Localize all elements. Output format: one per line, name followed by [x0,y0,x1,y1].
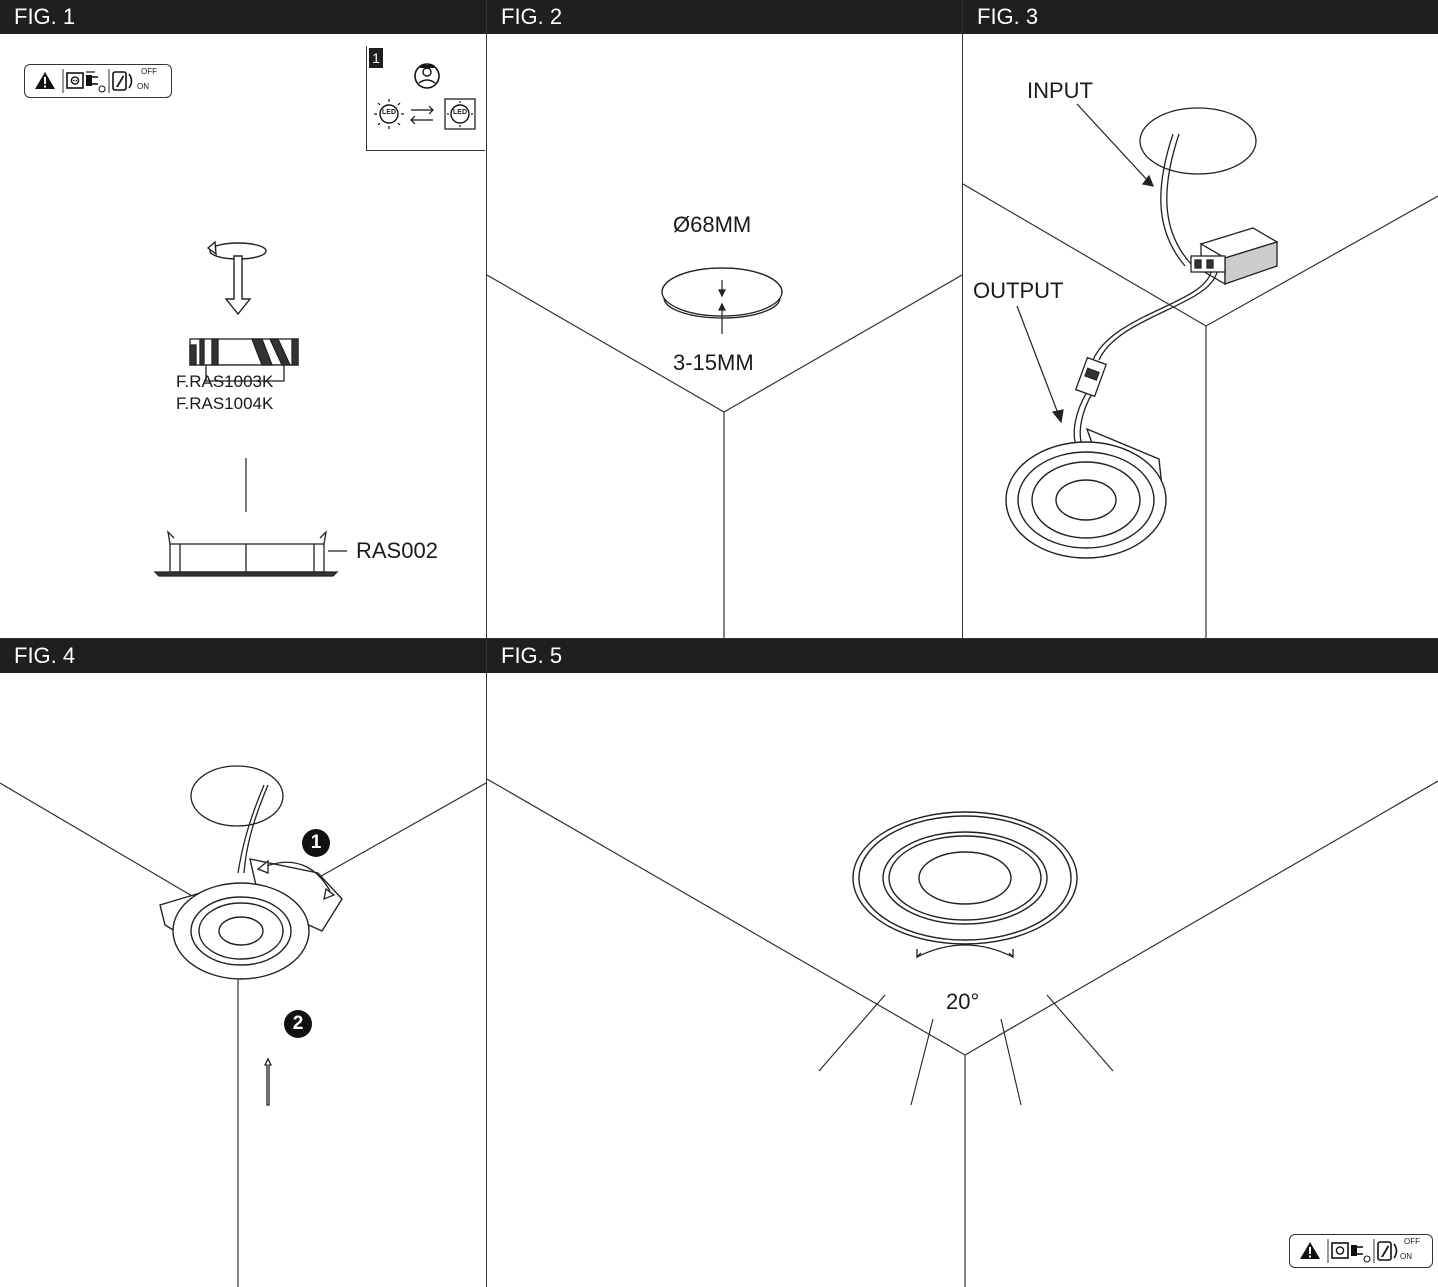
fig-3-drawing [963,103,1438,638]
fig-1-drawing [153,240,347,577]
fig-3-title: FIG. 3 [963,0,1438,34]
fig-4-title: FIG. 4 [0,639,486,673]
downlight-fixture [852,811,1078,945]
divider-vertical-1 [486,0,487,1287]
model-label-1: F.RAS1003K [176,372,274,391]
fig-2-drawing [487,267,962,638]
fig-5-panel: FIG. 5 20° [487,639,1438,1287]
downlight-fixture [159,858,343,980]
fig-2-title: FIG. 2 [487,0,962,34]
fig-1-title: FIG. 1 [0,0,486,34]
fig-3-panel: FIG. 3 [963,0,1438,638]
step-badge: 1 [369,48,383,68]
led-label-right: LED [453,109,467,116]
ceiling-hole [1139,107,1257,175]
adapter-ring-part [189,338,299,382]
divider-vertical-2 [962,0,963,638]
safety-warning-badge-bottom: OFF ON [1289,1234,1433,1268]
ceiling-corner-lines [487,778,1438,1287]
technician-icon [414,63,440,89]
thickness-dimension [718,280,726,334]
safety-warning-badge: OFF ON [24,64,172,98]
rotate-arrow-icon [256,859,336,901]
fig-1-panel: FIG. 1 [0,0,486,638]
fig-4-panel: FIG. 4 1 2 [0,639,486,1287]
fig-5-title: FIG. 5 [487,639,1438,673]
power-switch-icon [112,71,133,91]
power-switch-icon [1377,1241,1398,1261]
light-beam-lines [818,994,1114,1106]
unplug-icon [66,71,106,93]
led-label-left: LED [382,109,396,116]
beam-angle-label: 20° [946,989,980,1014]
model-label-2: F.RAS1004K [176,394,274,413]
part-label: RAS002 [356,538,438,563]
ring-frame-part [153,530,339,577]
switch-on-label: ON [137,82,149,91]
ceiling-corner-lines [963,183,1438,638]
step-number-2: 2 [284,1010,312,1038]
led-bulb-icon-left [374,99,404,129]
angle-arc [916,944,1014,959]
ceiling-corner-lines [487,274,962,638]
warning-triangle-icon [35,72,55,89]
switch-off-label: OFF [141,67,157,76]
up-arrow-icon [263,1057,273,1106]
fig-5-drawing [487,778,1438,1287]
callout-arrows [1016,103,1154,424]
input-label: INPUT [1027,78,1093,103]
ceiling-corner-lines [0,782,486,1287]
diameter-label: Ø68MM [673,212,752,237]
divider-horizontal [0,638,1438,639]
switch-on-label: ON [1400,1252,1412,1261]
down-arrow-icon [224,255,252,316]
fig-4-drawing [0,765,486,1287]
switch-off-label: OFF [1404,1237,1420,1246]
input-cable [1160,133,1192,267]
cable [237,784,269,874]
output-label: OUTPUT [973,278,1064,303]
unplug-icon [1331,1242,1371,1263]
step-number-1: 1 [302,829,330,857]
thickness-label: 3-15MM [673,350,754,375]
led-bulb-icon-right [444,98,476,130]
led-driver-box [1190,227,1279,286]
led-replacement-box: 1 [366,46,485,151]
ceiling-hole [190,765,284,827]
fig-2-panel: FIG. 2 Ø68MM 3-15MM [487,0,962,638]
cable-connector [1074,356,1108,398]
warning-triangle-icon [1300,1242,1320,1259]
downlight-fixture [1005,427,1167,559]
swap-arrows-icon [410,105,434,125]
